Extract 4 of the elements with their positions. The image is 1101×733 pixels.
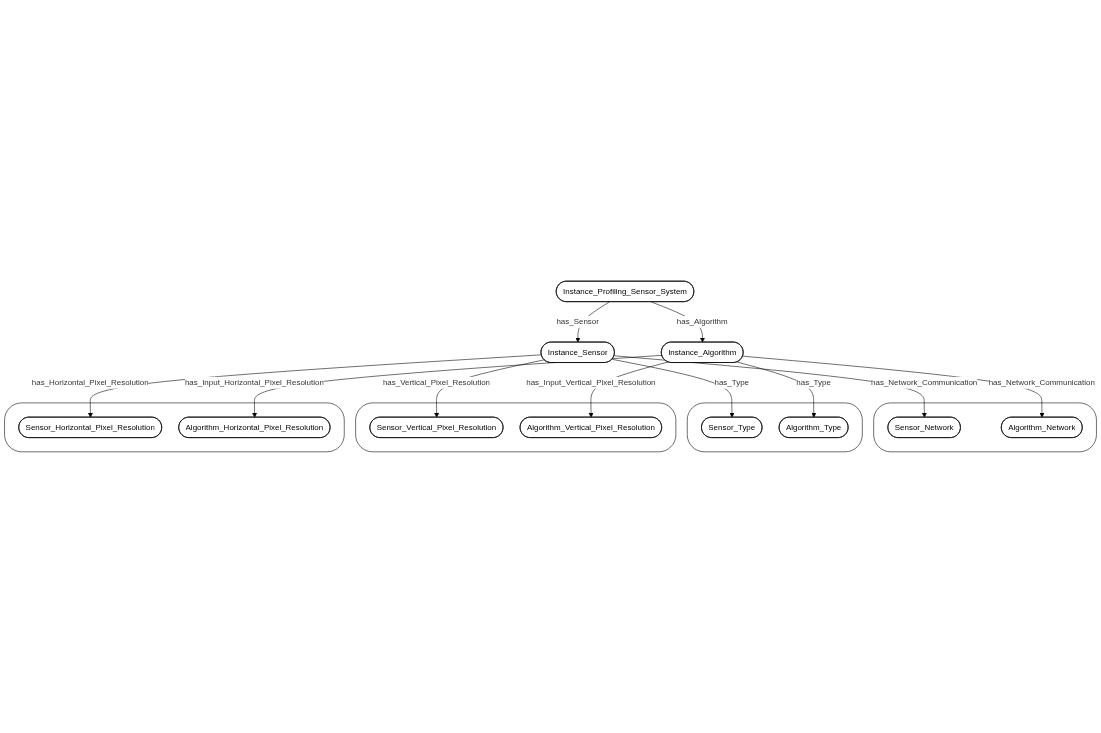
cluster	[686, 402, 863, 453]
cluster	[4, 402, 345, 453]
cluster	[355, 402, 677, 453]
cluster	[873, 402, 1097, 453]
